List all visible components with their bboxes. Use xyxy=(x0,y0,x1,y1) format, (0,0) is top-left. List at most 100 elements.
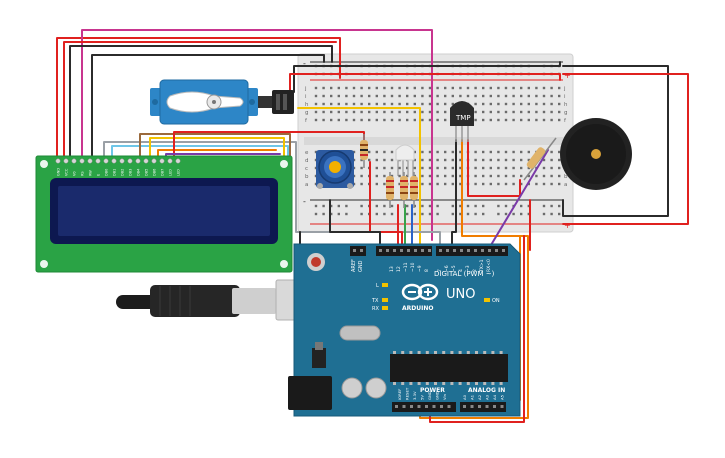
aref-label: AREF xyxy=(351,259,357,272)
lcd-pin[interactable] xyxy=(167,158,173,164)
row-label: g xyxy=(564,110,568,116)
wire-red-right-loop xyxy=(562,73,689,225)
lcd-pin-label: VCC xyxy=(65,168,69,176)
row-label: d xyxy=(305,158,309,164)
analog-pin-label: A5 xyxy=(500,394,505,400)
digital-header-left xyxy=(376,246,432,256)
power-pin-label: RESET xyxy=(405,387,410,400)
lcd-pin-label: DB6 xyxy=(153,169,157,176)
model-label: UNO xyxy=(446,287,475,302)
l-led-label: L xyxy=(376,283,379,289)
power-pin-label: GND xyxy=(435,391,440,400)
lcd-pin[interactable] xyxy=(95,158,101,164)
rail-minus-label-bottom: - xyxy=(303,197,306,206)
lcd-screen xyxy=(58,186,270,236)
digital-pin-label: 12 xyxy=(396,266,402,272)
analog-pin-label: A1 xyxy=(470,394,475,400)
analog-pin-label: A3 xyxy=(485,394,490,400)
lcd-pin[interactable] xyxy=(63,158,69,164)
power-pin-label: Vin xyxy=(442,393,447,400)
row-label: h xyxy=(564,102,568,108)
lcd-pin[interactable] xyxy=(87,158,93,164)
lcd-pin-label: LED xyxy=(169,169,173,176)
capacitor-1 xyxy=(341,377,363,399)
digital-pin-label: 2 xyxy=(472,269,478,272)
digital-pin-label: 7 xyxy=(437,269,443,272)
lcd-pin-label: DB0 xyxy=(105,169,109,176)
tx-label: TX xyxy=(371,298,379,304)
lcd-pin-label: GND xyxy=(57,168,61,176)
lcd-pin-label: E xyxy=(97,174,101,176)
lcd-pin[interactable] xyxy=(55,158,61,164)
digital-pin-label: TX>1 xyxy=(479,259,485,273)
row-label: i xyxy=(564,94,566,100)
capacitor-2 xyxy=(365,377,387,399)
power-pin-label: GND xyxy=(427,391,432,400)
pot-knob xyxy=(329,161,341,173)
lcd-pin[interactable] xyxy=(127,158,133,164)
crystal-oscillator xyxy=(339,325,381,341)
lcd-pin-label: RW xyxy=(89,170,93,176)
rgb-led xyxy=(395,144,415,176)
rx-label: RX xyxy=(372,306,379,312)
lcd-pin[interactable] xyxy=(151,158,157,164)
row-label: h xyxy=(305,102,309,108)
wire-yellow-lcd xyxy=(149,137,285,161)
row-label: a xyxy=(305,182,308,188)
lcd-pin[interactable] xyxy=(135,158,141,164)
lcd-pin[interactable] xyxy=(119,158,125,164)
row-label: b xyxy=(305,174,309,180)
wire-gray-lcd xyxy=(103,141,441,251)
row-label: b xyxy=(564,174,568,180)
power-header xyxy=(392,402,456,412)
lcd-pin[interactable] xyxy=(159,158,165,164)
lcd-pin[interactable] xyxy=(111,158,117,164)
analog-header xyxy=(460,402,506,412)
wire-black-servo xyxy=(293,61,561,93)
servo-motor[interactable] xyxy=(150,79,294,125)
row-label: a xyxy=(564,182,567,188)
lcd-pin[interactable] xyxy=(79,158,85,164)
servo-horn xyxy=(166,91,244,113)
rail-minus-label-top: - xyxy=(303,59,306,68)
resistor-pot xyxy=(360,134,368,168)
resistor-2 xyxy=(400,172,408,208)
resistor-buzzer xyxy=(523,137,557,181)
row-label: j xyxy=(304,86,307,92)
temperature-sensor[interactable]: TMP xyxy=(450,101,474,142)
wire-black-lcd-3 xyxy=(91,54,325,161)
power-pin-label: IOREF xyxy=(397,389,402,400)
usb-cable xyxy=(116,279,313,321)
lcd-pin-label: DB4 xyxy=(137,168,141,176)
usb-b-plug xyxy=(232,288,276,314)
digital-pin-label: RX<0 xyxy=(486,259,492,272)
digital-pin-label: ~9 xyxy=(417,265,423,272)
wire-red-tmp xyxy=(467,139,521,197)
resistor-1 xyxy=(386,172,394,208)
analog-pin-label: A2 xyxy=(477,394,482,400)
piezo-buzzer[interactable] xyxy=(560,118,632,190)
wire-red-d13 xyxy=(369,161,403,251)
potentiometer[interactable] xyxy=(316,150,354,189)
wire-red-lcd-2 xyxy=(63,41,337,161)
lcd-pin-label: DB2 xyxy=(121,169,125,176)
digital-pin-label: 13 xyxy=(389,266,395,272)
digital-pin-label: ~3 xyxy=(465,265,471,272)
analog-pin-label: A4 xyxy=(492,394,497,400)
wire-purple-buzzer xyxy=(487,149,549,251)
digital-header-right xyxy=(436,246,508,256)
lcd-pin-label: V0 xyxy=(73,171,77,176)
analog-in-label: ANALOG IN xyxy=(468,387,505,394)
power-pin-label: 3.3V xyxy=(412,391,417,400)
rail-plus-label-bottom: + xyxy=(564,221,571,230)
lcd-pin[interactable] xyxy=(103,158,109,164)
lcd-pin-label: DB3 xyxy=(129,169,133,176)
lcd-pin[interactable] xyxy=(175,158,181,164)
logo-text: ARDUINO xyxy=(402,305,433,312)
lcd-pin[interactable] xyxy=(71,158,77,164)
lcd-pin[interactable] xyxy=(143,158,149,164)
